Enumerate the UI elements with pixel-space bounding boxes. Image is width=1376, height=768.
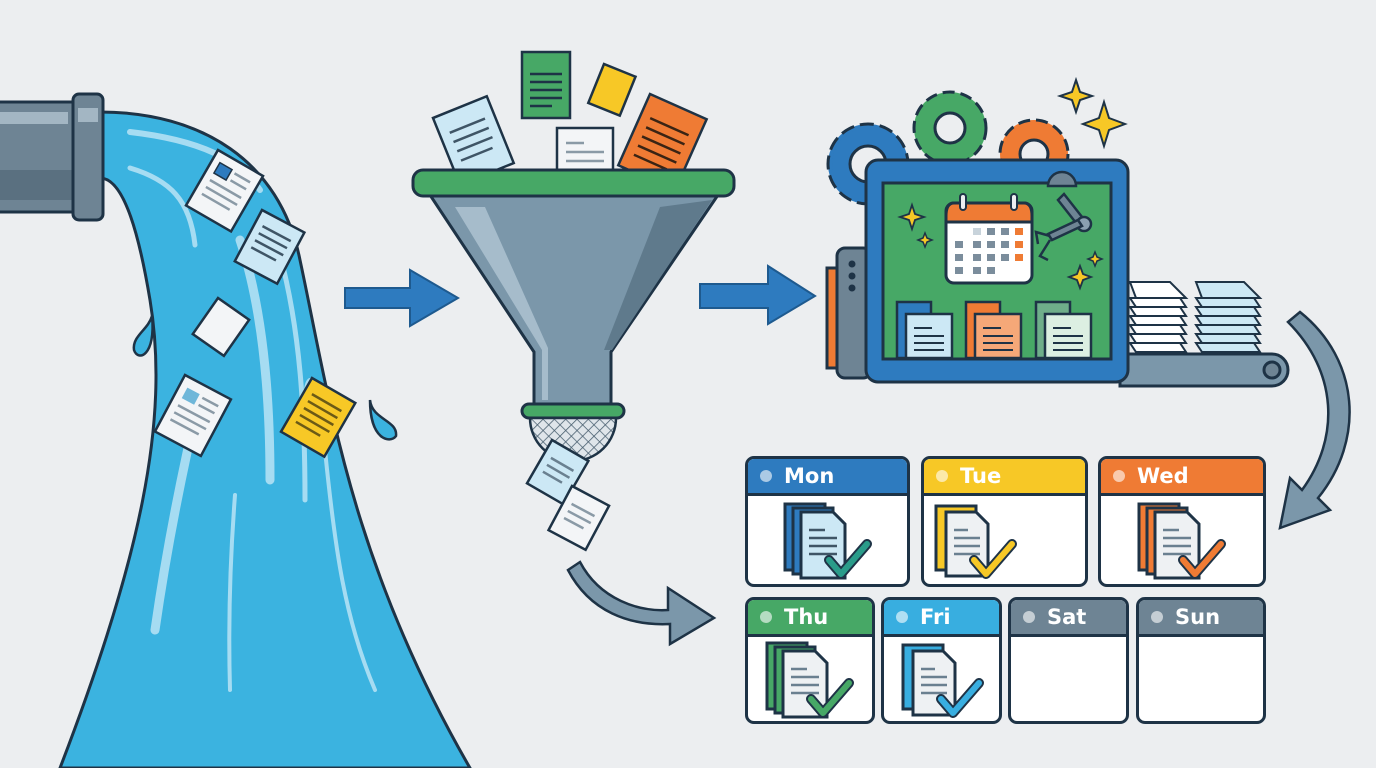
document-group-icon xyxy=(964,300,1023,360)
document-icon xyxy=(525,438,591,507)
status-dot-icon xyxy=(760,470,772,482)
document-check-icon xyxy=(1137,502,1226,580)
curved-arrow-icon xyxy=(1278,310,1351,530)
pipe-icon xyxy=(0,92,105,222)
day-label: Sat xyxy=(1047,605,1087,629)
robot-arm-icon xyxy=(1034,170,1093,262)
day-card-fri[interactable]: Fri xyxy=(881,597,1002,724)
water-drop-icon xyxy=(132,315,154,357)
curved-arrow-icon xyxy=(566,560,717,647)
status-dot-icon xyxy=(1113,470,1125,482)
day-body xyxy=(884,637,999,721)
document-check-icon xyxy=(765,641,854,719)
day-card-tue[interactable]: Tue xyxy=(921,456,1088,587)
document-icon xyxy=(555,126,615,174)
arrow-right-icon xyxy=(699,264,817,326)
day-header: Sun xyxy=(1139,600,1263,637)
sparkle-icon xyxy=(1066,263,1094,291)
scheduling-machine xyxy=(864,158,1130,384)
day-label: Tue xyxy=(960,464,1002,488)
calendar-icon xyxy=(944,193,1034,285)
status-dot-icon xyxy=(760,611,772,623)
sparkle-icon xyxy=(1080,98,1128,150)
document-icon xyxy=(153,373,233,458)
sparkle-icon xyxy=(915,230,935,250)
paper-stack-icon xyxy=(1128,281,1189,353)
document-icon xyxy=(431,94,516,187)
day-body xyxy=(1101,496,1263,584)
day-body xyxy=(748,637,872,721)
day-label: Mon xyxy=(784,464,835,488)
status-dot-icon xyxy=(936,470,948,482)
sparkle-icon xyxy=(897,202,927,232)
day-header: Wed xyxy=(1101,459,1263,496)
day-card-sun[interactable]: Sun xyxy=(1136,597,1266,724)
document-check-icon xyxy=(783,502,872,580)
day-header: Tue xyxy=(924,459,1085,496)
water-drop-icon xyxy=(368,399,398,441)
day-card-thu[interactable]: Thu xyxy=(745,597,875,724)
day-body xyxy=(924,496,1085,584)
sparkle-icon xyxy=(1085,249,1105,269)
day-card-mon[interactable]: Mon xyxy=(745,456,910,587)
document-icon xyxy=(279,376,358,459)
document-icon xyxy=(520,50,572,120)
day-label: Sun xyxy=(1175,605,1221,629)
day-header: Fri xyxy=(884,600,999,637)
day-header: Mon xyxy=(748,459,907,496)
day-card-sat[interactable]: Sat xyxy=(1008,597,1129,724)
status-dot-icon xyxy=(1023,611,1035,623)
status-dot-icon xyxy=(1151,611,1163,623)
day-label: Fri xyxy=(920,605,951,629)
document-icon xyxy=(184,148,265,234)
day-label: Wed xyxy=(1137,464,1189,488)
document-group-icon xyxy=(895,300,954,360)
document-icon xyxy=(586,62,638,118)
status-dot-icon xyxy=(896,611,908,623)
day-header: Thu xyxy=(748,600,872,637)
document-icon xyxy=(191,296,251,358)
day-label: Thu xyxy=(784,605,829,629)
day-card-wed[interactable]: Wed xyxy=(1098,456,1266,587)
document-group-icon xyxy=(1034,300,1093,360)
document-check-icon xyxy=(934,504,1017,579)
document-icon xyxy=(233,208,307,286)
day-header: Sat xyxy=(1011,600,1126,637)
day-body xyxy=(748,496,907,584)
funnel-icon xyxy=(411,168,736,463)
document-check-icon xyxy=(901,643,984,718)
paper-stack-icon xyxy=(1194,281,1263,353)
conveyor-belt xyxy=(1118,352,1290,388)
document-icon xyxy=(546,484,611,552)
arrow-right-icon xyxy=(344,268,460,328)
day-body-empty xyxy=(1011,637,1126,721)
day-body-empty xyxy=(1139,637,1263,721)
sparkle-icon xyxy=(1056,76,1096,116)
gear-icon xyxy=(912,90,988,166)
